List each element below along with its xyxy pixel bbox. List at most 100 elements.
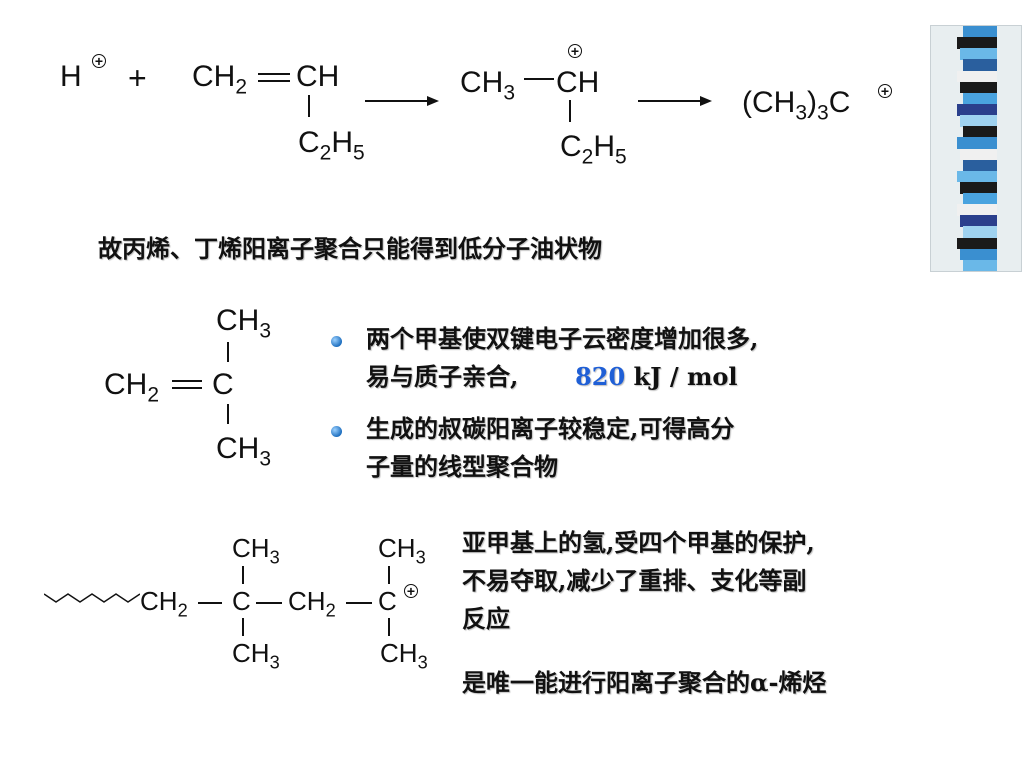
isobutylene-central-c: C — [212, 368, 234, 401]
ch-sub: 3 — [269, 547, 280, 568]
chain-cation-c: C — [378, 586, 397, 616]
ch-sub: 3 — [417, 652, 428, 673]
stripe — [960, 48, 997, 60]
ethyl-group: C2H5 — [560, 130, 627, 168]
ch-sub: 3 — [259, 447, 272, 471]
cation-charge-icon: + — [878, 84, 892, 98]
bullet-1-line-2: 易与质子亲合, 820 kJ / mol — [366, 360, 738, 394]
single-bond-horizontal — [256, 602, 282, 604]
bullet-dot-icon — [331, 336, 342, 347]
stripe — [957, 170, 997, 183]
carbocation-ch: CH — [556, 66, 600, 99]
h-text: H — [593, 130, 616, 163]
ethylidene-ch2: CH2 — [192, 60, 247, 98]
double-bond-bottom — [172, 387, 202, 389]
bullet-dot-icon — [331, 426, 342, 437]
ch-sub: 3 — [415, 547, 426, 568]
ch-sub: 2 — [177, 600, 188, 621]
plus-sign: + — [128, 60, 147, 96]
c-text: C — [560, 130, 582, 163]
stripe — [963, 59, 997, 72]
ch-text: CH — [216, 432, 260, 465]
h-text: H — [331, 126, 354, 159]
isobutylene-top-methyl: CH3 — [216, 304, 271, 342]
protection-note-line-2: 不易夺取,减少了重排、支化等副 — [462, 566, 807, 595]
energy-value: 820 — [575, 362, 626, 391]
single-bond-vertical — [308, 95, 310, 117]
single-bond-vertical — [388, 618, 390, 636]
bullet-2-line-2: 子量的线型聚合物 — [366, 452, 558, 481]
ch-text: CH — [216, 304, 260, 337]
cation-charge-icon: + — [568, 44, 582, 58]
proton: H — [60, 62, 82, 92]
stripe — [957, 37, 997, 49]
energy-unit: kJ / mol — [633, 362, 738, 391]
stripe — [960, 215, 997, 227]
stripe — [957, 70, 997, 83]
h-sub: 5 — [615, 145, 627, 169]
double-bond-top — [258, 73, 290, 75]
ch-text: CH — [232, 533, 270, 563]
cation-charge-icon: + — [404, 584, 418, 598]
double-bond-bottom — [258, 80, 290, 82]
ethyl-group: C2H5 — [298, 126, 365, 164]
ch-group: CH — [296, 60, 340, 93]
product-paren: ) — [807, 86, 818, 119]
bullet-1-text: 易与质子亲合, — [366, 362, 519, 391]
polymer-chain-wavy-line — [44, 593, 140, 603]
single-bond-horizontal — [346, 602, 372, 604]
c-sub: 2 — [319, 141, 332, 165]
product-sub: 3 — [817, 101, 829, 125]
methyl-group: CH3 — [460, 68, 515, 104]
cation-charge-icon: + — [92, 54, 106, 68]
chain-ch3-d: CH3 — [380, 638, 428, 671]
bullet-2-line-1: 生成的叔碳阳离子较稳定,可得高分 — [366, 414, 735, 443]
chain-ch3-a: CH3 — [232, 533, 280, 566]
chain-ch2-b: CH2 — [288, 586, 336, 619]
ch-sub: 3 — [269, 652, 280, 673]
stripe — [957, 137, 997, 149]
ch2-text: CH — [192, 60, 236, 93]
product-sub: 3 — [795, 101, 808, 125]
low-mw-note: 故丙烯、丁烯阳离子聚合只能得到低分子油状物 — [98, 234, 602, 263]
ch-sub: 2 — [147, 383, 160, 407]
stripe — [960, 115, 997, 127]
ch-text: CH — [140, 586, 178, 616]
reaction-arrow-2 — [638, 96, 712, 106]
ch-text: CH — [104, 368, 148, 401]
reaction-arrow-1 — [365, 96, 439, 106]
alpha-symbol: α — [750, 668, 769, 697]
single-bond-vertical — [242, 566, 244, 584]
c-text: C — [298, 126, 320, 159]
stripe — [960, 181, 997, 194]
stripe — [957, 237, 997, 250]
ch-text: CH — [232, 638, 270, 668]
isobutylene-ch2: CH2 — [104, 368, 159, 406]
single-bond-vertical — [242, 618, 244, 636]
single-bond-vertical — [227, 404, 229, 424]
ch-sub: 3 — [259, 319, 272, 343]
single-bond-horizontal — [524, 78, 554, 80]
product-text: (CH — [742, 86, 796, 119]
stripe — [963, 159, 997, 172]
isobutylene-bottom-methyl: CH3 — [216, 432, 271, 470]
stripe — [963, 193, 997, 205]
stripe — [957, 204, 997, 216]
chain-quaternary-c-1: C — [232, 586, 251, 616]
single-bond-vertical — [569, 100, 571, 122]
stripe — [957, 103, 997, 116]
stripe-column — [957, 26, 997, 272]
ch-text: CH — [288, 586, 326, 616]
h-symbol: H — [60, 60, 82, 93]
product-c: C — [828, 86, 851, 119]
bullet-1-line-1: 两个甲基使双键电子云密度增加很多, — [366, 324, 759, 353]
chain-ch3-b: CH3 — [232, 638, 280, 671]
tert-butyl-cation: (CH3)3C — [742, 86, 851, 124]
note-prefix: 是唯一能进行阳离子聚合的 — [462, 668, 750, 697]
ch-text: CH — [380, 638, 418, 668]
stripe — [960, 248, 997, 261]
ch-text: CH — [378, 533, 416, 563]
stripe — [963, 92, 997, 105]
ch2-sub: 2 — [235, 75, 248, 99]
single-bond-vertical — [227, 342, 229, 362]
